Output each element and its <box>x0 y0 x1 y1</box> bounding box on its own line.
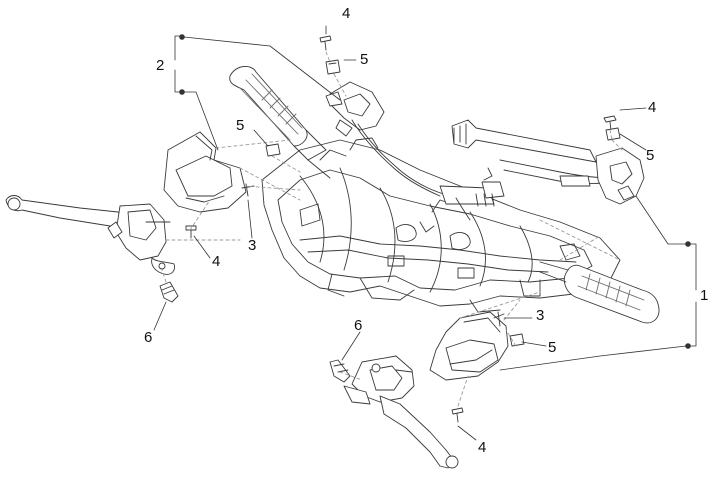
callout-label-4-top: 4 <box>342 5 351 22</box>
left-brake-lever <box>5 195 175 275</box>
callout-label-3-left: 3 <box>248 237 257 254</box>
assembly-dash-lines <box>161 51 623 407</box>
fasteners <box>159 35 621 423</box>
right-brake-lever <box>343 355 459 469</box>
callout-label-1: 1 <box>700 287 709 304</box>
callout-label-5-top: 5 <box>360 51 369 68</box>
callout-label-5-lower: 5 <box>548 339 557 356</box>
leader-lines <box>153 25 697 441</box>
callout-label-5-left: 5 <box>236 117 245 134</box>
callout-label-4-bottom: 4 <box>478 439 487 456</box>
callout-label-4-right: 4 <box>648 99 657 116</box>
callout-label-5-right: 5 <box>646 147 655 164</box>
left-grip <box>229 66 331 179</box>
left-switch-assembly <box>325 81 505 221</box>
callout-label-2: 2 <box>156 57 165 74</box>
callout-label-6-bottom: 6 <box>354 317 363 334</box>
right-guard-cover <box>429 311 509 381</box>
callout-label-3-right: 3 <box>536 307 545 324</box>
handlebar-frame <box>261 137 621 313</box>
right-switch-assembly <box>451 119 645 205</box>
left-guard-cover <box>163 131 247 213</box>
callout-label-4-left: 4 <box>212 253 221 270</box>
right-grip <box>539 261 660 324</box>
callout-label-6-left: 6 <box>144 329 153 346</box>
